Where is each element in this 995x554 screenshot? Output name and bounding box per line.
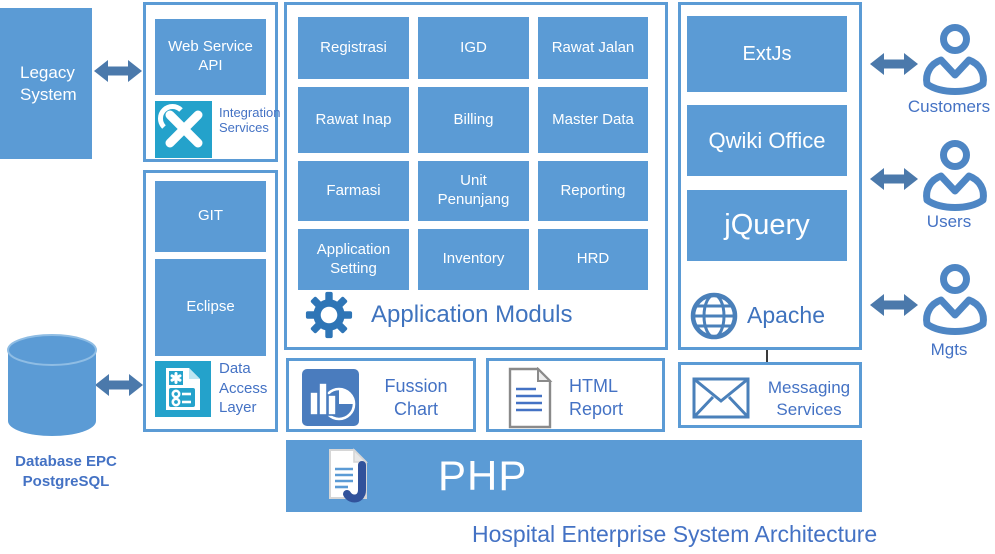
users-arrow-icon (870, 168, 918, 190)
mgts-arrow-icon (870, 294, 918, 316)
eclipse-box: Eclipse (155, 259, 266, 356)
database-label: Database EPC PostgreSQL (15, 453, 117, 491)
integration-services-label: Integration Services (219, 105, 281, 135)
frontend-container: ExtJs Qwiki Office jQuery Apache (678, 2, 862, 350)
module-box-master-data: Master Data (538, 87, 648, 153)
module-box-billing: Billing (418, 87, 529, 153)
extjs-box: ExtJs (687, 16, 847, 92)
html-report-label: HTML Report (569, 376, 624, 420)
envelope-icon (692, 377, 750, 419)
php-file-icon (329, 448, 368, 503)
fussion-chart-icon (302, 369, 359, 426)
messaging-services-label: Messaging Services (767, 378, 851, 420)
gear-icon (305, 291, 353, 339)
database-cylinder-icon (7, 334, 97, 436)
integration-container: Web Service API Integration Services (143, 2, 280, 162)
integration-services-icon (155, 101, 212, 158)
php-bar: PHP (286, 440, 862, 512)
module-box-inventory: Inventory (418, 229, 529, 290)
jquery-box: jQuery (687, 190, 847, 261)
customers-icon (923, 24, 987, 95)
web-service-api-box: Web Service API (155, 19, 266, 95)
module-box-unit-penunjang: Unit Penunjang (418, 161, 529, 221)
connector-line (766, 350, 768, 363)
module-box-registrasi: Registrasi (298, 17, 409, 79)
customers-arrow-icon (870, 53, 918, 75)
apache-label: Apache (747, 302, 826, 328)
database-arrow-icon (95, 374, 143, 396)
module-box-hrd: HRD (538, 229, 648, 290)
devtools-container: GIT Eclipse Data Access Layer (143, 170, 278, 432)
git-box: GIT (155, 181, 266, 252)
legacy-system-box: Legacy System (0, 8, 92, 159)
customers-label: Customers (907, 97, 991, 116)
module-box-reporting: Reporting (538, 161, 648, 221)
module-box-rawat-jalan: Rawat Jalan (538, 17, 648, 79)
apache-globe-icon (690, 292, 738, 340)
modules-container: Registrasi IGD Rawat Jalan Rawat Inap Bi… (284, 2, 668, 350)
module-box-farmasi: Farmasi (298, 161, 409, 221)
html-report-icon (508, 367, 553, 429)
users-label: Users (926, 212, 972, 231)
module-box-igd: IGD (418, 17, 529, 79)
module-box-rawat-inap: Rawat Inap (298, 87, 409, 153)
mgts-label: Mgts (930, 340, 968, 359)
data-access-layer-label: Data Access Layer (219, 360, 268, 416)
data-access-layer-icon (155, 361, 211, 417)
module-box-application-setting: Application Setting (298, 229, 409, 290)
legacy-arrow-icon (94, 60, 142, 82)
messaging-services-box: Messaging Services (678, 362, 862, 428)
qwiki-office-box: Qwiki Office (687, 105, 847, 176)
fussion-chart-box: Fussion Chart (286, 358, 476, 432)
users-icon (923, 140, 987, 211)
fussion-chart-label: Fussion Chart (384, 376, 448, 420)
mgts-icon (923, 264, 987, 335)
module-grid: Registrasi IGD Rawat Jalan Rawat Inap Bi… (298, 17, 650, 290)
html-report-box: HTML Report (486, 358, 665, 432)
diagram-caption: Hospital Enterprise System Architecture (472, 521, 878, 547)
php-label: PHP (438, 452, 528, 499)
application-moduls-label: Application Moduls (371, 301, 573, 328)
